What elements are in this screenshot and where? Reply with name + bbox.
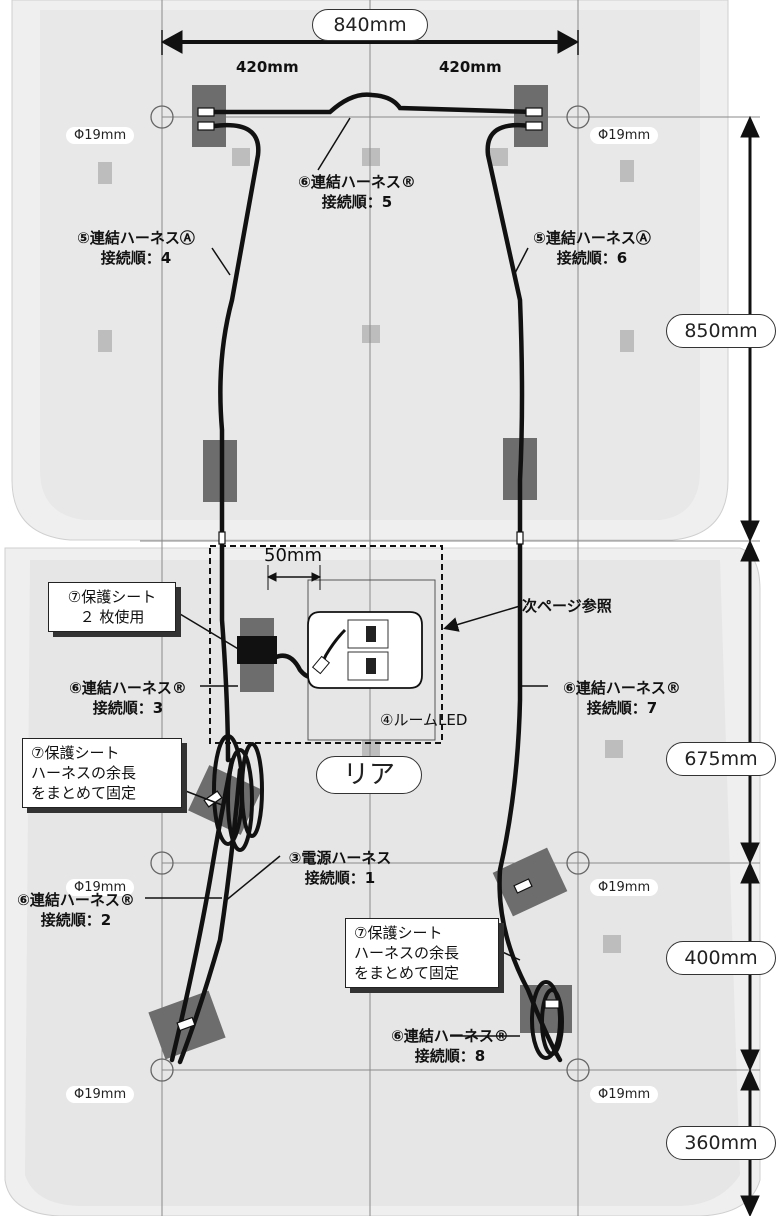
harness-label-6b-mid-left: ⑥連結ハーネス® 接続順：3 <box>58 678 198 718</box>
hole-label-bottom-right: Φ19mm <box>590 1086 659 1103</box>
callout-line: ⑦保護シート <box>31 744 120 762</box>
dimension-section-2: 675mm <box>666 742 776 776</box>
hole-label-mid-left: Φ19mm <box>66 879 135 896</box>
next-page-reference: 次ページ参照 <box>522 597 612 615</box>
dimension-section-1: 850mm <box>666 314 776 348</box>
harness-cables <box>169 92 563 1065</box>
dimension-section-4: 360mm <box>666 1126 776 1160</box>
connection-order: 接続順：7 <box>586 699 658 717</box>
coiled-cable-right <box>530 980 564 1060</box>
callout-protective-sheet-two: ⑦保護シート ２ 枚使用 <box>48 582 176 632</box>
connection-order: 接続順：3 <box>92 699 164 717</box>
dimension-right-half: 420mm <box>439 58 502 76</box>
power-unit <box>237 636 277 664</box>
rear-label: リア <box>316 756 422 794</box>
dimension-left-half: 420mm <box>236 58 299 76</box>
callout-line: ⑦保護シート <box>67 588 157 606</box>
harness-label-6b-mid-right: ⑥連結ハーネス® 接続順：7 <box>552 678 692 718</box>
room-led-unit <box>307 579 436 741</box>
harness-name: ⑤連結ハーネスⒶ <box>533 229 651 247</box>
cable-connectors <box>176 107 560 1032</box>
callout-protective-sheet-left: ⑦保護シート ハーネスの余長 をまとめて固定 <box>22 738 182 808</box>
harness-label-6b-top: ⑥連結ハーネス® 接続順：5 <box>292 172 422 212</box>
connection-order: 接続順：4 <box>100 249 172 267</box>
connection-order: 接続順：1 <box>304 869 376 887</box>
callout-line: ２ 枚使用 <box>79 608 145 626</box>
harness-label-6b-low-left: ⑥連結ハーネス® 接続順：2 <box>6 890 146 930</box>
dimension-total-width: 840mm <box>312 9 428 41</box>
hole-label-top-right: Φ19mm <box>590 127 659 144</box>
harness-name: ③電源ハーネス <box>288 849 392 867</box>
callout-line: ⑦保護シート <box>354 924 443 942</box>
harness-label-power: ③電源ハーネス 接続順：1 <box>280 848 400 888</box>
roof-clips <box>98 148 634 953</box>
coiled-cable-left <box>212 734 264 852</box>
hole-label-mid-right: Φ19mm <box>590 879 659 896</box>
connection-order: 接続順：8 <box>414 1047 486 1065</box>
mounting-holes <box>150 105 590 1082</box>
harness-name: ⑥連結ハーネス® <box>391 1027 509 1045</box>
callout-line: ハーネスの余長 <box>354 944 460 962</box>
leader-lines <box>145 117 548 1037</box>
dimension-gap: 50mm <box>264 545 322 566</box>
harness-label-5a-left: ⑤連結ハーネスⒶ 接続順：4 <box>66 228 206 268</box>
callout-line: ハーネスの余長 <box>31 764 137 782</box>
harness-name: ⑥連結ハーネス® <box>298 173 416 191</box>
callout-protective-sheet-right: ⑦保護シート ハーネスの余長 をまとめて固定 <box>345 918 499 988</box>
harness-label-5a-right: ⑤連結ハーネスⒶ 接続順：6 <box>522 228 662 268</box>
connection-order: 接続順：2 <box>40 911 112 929</box>
hole-label-bottom-left: Φ19mm <box>66 1086 135 1103</box>
harness-name: ⑥連結ハーネス® <box>563 679 681 697</box>
room-led-label: ④ルームLED <box>380 711 468 729</box>
harness-name: ⑤連結ハーネスⒶ <box>77 229 195 247</box>
callout-line: をまとめて固定 <box>31 784 137 802</box>
detail-reference-box <box>209 545 443 744</box>
harness-name: ⑥連結ハーネス® <box>69 679 187 697</box>
dimension-section-3: 400mm <box>666 941 776 975</box>
connection-order: 接続順：5 <box>321 193 393 211</box>
harness-label-6b-low-right: ⑥連結ハーネス® 接続順：8 <box>380 1026 520 1066</box>
harness-name: ⑥連結ハーネス® <box>17 891 135 909</box>
hole-label-top-left: Φ19mm <box>66 127 135 144</box>
callout-line: をまとめて固定 <box>354 964 460 982</box>
connection-order: 接続順：6 <box>556 249 628 267</box>
